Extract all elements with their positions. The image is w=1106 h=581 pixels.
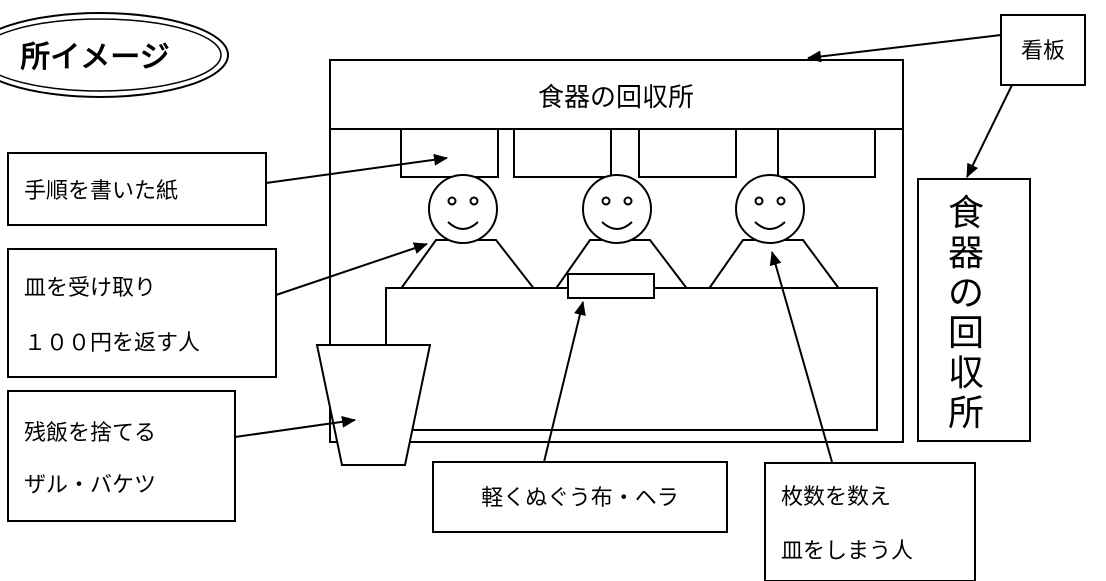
label-receiver-line1: 皿を受け取り [24,276,156,301]
bucket [315,344,432,466]
side-sign-char: 所 [948,393,984,434]
label-kanban-text: 看板 [1021,39,1065,64]
side-sign-char: 回 [948,313,984,354]
diagram-title: 所イメージ [20,40,169,75]
arrow-kanban-side [966,84,1013,178]
arrow-receiver [275,242,428,296]
side-sign-char: 器 [948,233,984,274]
label-receiver-line2: １００円を返す人 [24,331,200,356]
procedure-paper-4 [777,128,876,178]
procedure-paper-2 [513,128,612,178]
label-counter-line2: 皿をしまう人 [781,539,913,564]
label-cloth: 軽くぬぐう布・ヘラ [432,461,728,533]
arrow-kanban-top [807,34,1002,63]
person-receiver [399,174,536,291]
procedure-paper-1 [400,128,499,178]
label-leftover: 残飯を捨てる ザル・バケツ [7,390,236,522]
procedure-paper-3 [638,128,737,178]
counter-table [385,287,878,431]
label-receiver: 皿を受け取り １００円を返す人 [7,248,277,378]
label-kanban: 看板 [1000,14,1086,86]
side-sign-char: 食 [948,193,984,234]
label-procedure-paper-text: 手順を書いた紙 [24,179,178,204]
label-cloth-text: 軽くぬぐう布・ヘラ [481,486,679,511]
label-leftover-line2: ザル・バケツ [24,473,156,498]
side-sign-char: 収 [948,353,984,394]
title-badge: 所イメージ [0,12,229,98]
label-counter-line1: 枚数を数え [781,485,891,510]
side-sign: 食 器 の 回 収 所 [917,178,1031,442]
arrow-procedure-paper [265,153,448,184]
arrow-leftover [234,415,356,438]
label-leftover-line1: 残飯を捨てる [24,421,156,446]
arrow-counter [769,251,833,463]
top-sign-text: 食器の回収所 [538,83,694,113]
cloth-tray [567,273,655,299]
side-sign-char: の [948,273,984,314]
arrow-cloth [543,301,586,463]
label-procedure-paper: 手順を書いた紙 [7,152,267,226]
label-counter: 枚数を数え 皿をしまう人 [764,462,976,581]
